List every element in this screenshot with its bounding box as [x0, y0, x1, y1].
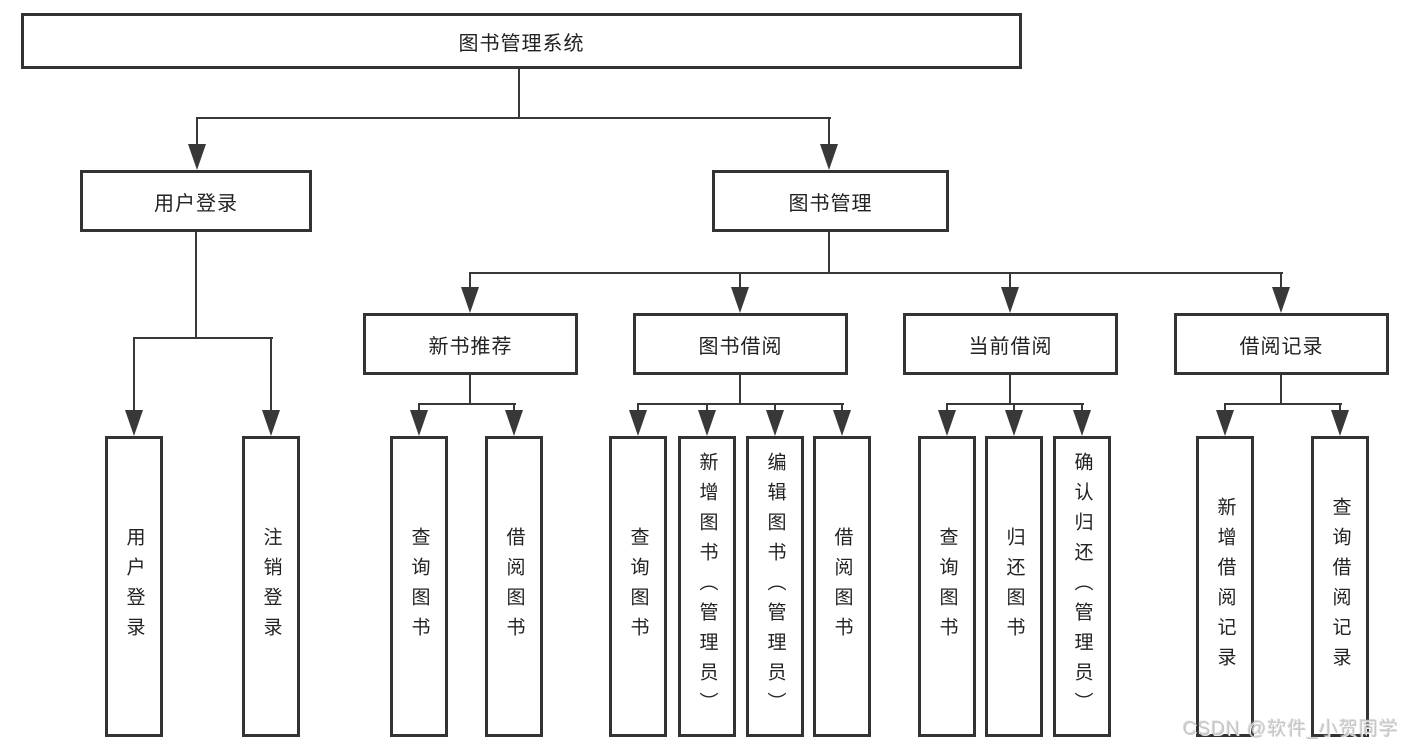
connector-line-vertical	[841, 403, 843, 411]
node-leaf-add-books-admin: 新增图书（管理员）	[678, 436, 736, 737]
connector-line-horizontal	[133, 337, 273, 339]
node-label: 图书管理系统	[458, 32, 585, 55]
node-leaf-query-books-recommend: 查询图书	[390, 436, 448, 737]
node-leaf-query-books-current: 查询图书	[918, 436, 976, 737]
node-label: 借阅记录	[1239, 335, 1324, 358]
node-label: 编辑图书（管理员）	[764, 451, 786, 722]
connector-line-vertical	[1009, 272, 1011, 289]
connector-line-horizontal	[469, 272, 1283, 274]
node-label: 借阅图书	[503, 526, 525, 647]
arrow-down-icon	[188, 144, 206, 170]
node-leaf-borrow-books: 借阅图书	[813, 436, 871, 737]
node-label: 归还图书	[1003, 526, 1025, 647]
arrow-down-icon	[125, 410, 143, 436]
connector-line-vertical	[946, 403, 948, 411]
node-leaf-add-borrow-record: 新增借阅记录	[1196, 436, 1254, 737]
arrow-down-icon	[629, 410, 647, 436]
node-current-borrowing: 当前借阅	[903, 313, 1118, 375]
connector-line-vertical	[133, 337, 135, 412]
node-label: 新增图书（管理员）	[696, 451, 718, 722]
node-label: 查询图书	[408, 526, 430, 647]
node-label: 确认归还（管理员）	[1071, 451, 1093, 722]
connector-line-vertical	[270, 337, 272, 412]
node-label: 当前借阅	[968, 335, 1053, 358]
connector-line-vertical	[418, 403, 420, 411]
node-leaf-logout: 注销登录	[242, 436, 300, 737]
node-borrowing-records: 借阅记录	[1174, 313, 1389, 375]
node-leaf-return-books: 归还图书	[985, 436, 1043, 737]
node-leaf-user-login: 用户登录	[105, 436, 163, 737]
node-label: 借阅图书	[831, 526, 853, 647]
arrow-down-icon	[1005, 410, 1023, 436]
node-library-management-system: 图书管理系统	[21, 13, 1022, 69]
connector-line-vertical	[1224, 403, 1226, 411]
connector-line-horizontal	[418, 403, 516, 405]
connector-line-vertical	[196, 117, 198, 145]
arrow-down-icon	[505, 410, 523, 436]
arrow-down-icon	[1073, 410, 1091, 436]
arrow-down-icon	[731, 287, 749, 313]
arrow-down-icon	[833, 410, 851, 436]
node-label: 查询图书	[936, 526, 958, 647]
connector-line-vertical	[1013, 403, 1015, 411]
node-leaf-edit-books-admin: 编辑图书（管理员）	[746, 436, 804, 737]
node-user-login-branch: 用户登录	[80, 170, 312, 232]
connector-line-horizontal	[946, 403, 1084, 405]
arrow-down-icon	[938, 410, 956, 436]
connector-line-vertical	[195, 232, 197, 338]
connector-line-vertical	[1280, 375, 1282, 404]
node-label: 新增借阅记录	[1214, 496, 1236, 677]
arrow-down-icon	[698, 410, 716, 436]
connector-line-vertical	[1339, 403, 1341, 411]
arrow-down-icon	[1001, 287, 1019, 313]
connector-line-vertical	[469, 375, 471, 404]
node-leaf-query-books-borrowing: 查询图书	[609, 436, 667, 737]
node-leaf-confirm-return-admin: 确认归还（管理员）	[1053, 436, 1111, 737]
connector-line-vertical	[739, 375, 741, 404]
connector-line-vertical	[739, 272, 741, 289]
connector-line-vertical	[1280, 272, 1282, 289]
arrow-down-icon	[820, 144, 838, 170]
node-new-book-recommend: 新书推荐	[363, 313, 578, 375]
node-label: 图书管理	[788, 192, 873, 215]
connector-line-vertical	[828, 232, 830, 274]
connector-line-horizontal	[1224, 403, 1342, 405]
node-label: 用户登录	[154, 192, 238, 215]
connector-line-vertical	[469, 272, 471, 289]
node-leaf-query-borrow-record: 查询借阅记录	[1311, 436, 1369, 737]
connector-line-vertical	[774, 403, 776, 411]
connector-line-vertical	[637, 403, 639, 411]
node-book-management-branch: 图书管理	[712, 170, 949, 232]
connector-line-vertical	[828, 117, 830, 145]
arrow-down-icon	[262, 410, 280, 436]
connector-line-vertical	[706, 403, 708, 411]
arrow-down-icon	[766, 410, 784, 436]
node-label: 图书借阅	[698, 335, 783, 358]
node-label: 用户登录	[123, 526, 145, 647]
connector-line-vertical	[518, 69, 520, 118]
arrow-down-icon	[461, 287, 479, 313]
connector-line-vertical	[513, 403, 515, 411]
node-book-borrowing: 图书借阅	[633, 313, 848, 375]
connector-line-vertical	[1009, 375, 1011, 404]
node-label: 查询借阅记录	[1329, 496, 1351, 677]
arrow-down-icon	[1272, 287, 1290, 313]
node-label: 注销登录	[260, 526, 282, 647]
node-leaf-borrow-books-recommend: 借阅图书	[485, 436, 543, 737]
node-label: 查询图书	[627, 526, 649, 647]
arrow-down-icon	[410, 410, 428, 436]
connector-line-horizontal	[637, 403, 844, 405]
connector-line-vertical	[1081, 403, 1083, 411]
arrow-down-icon	[1216, 410, 1234, 436]
watermark: CSDN @软件_小贺同学	[1183, 719, 1399, 740]
node-label: 新书推荐	[428, 335, 513, 358]
arrow-down-icon	[1331, 410, 1349, 436]
connector-line-horizontal	[196, 117, 831, 119]
